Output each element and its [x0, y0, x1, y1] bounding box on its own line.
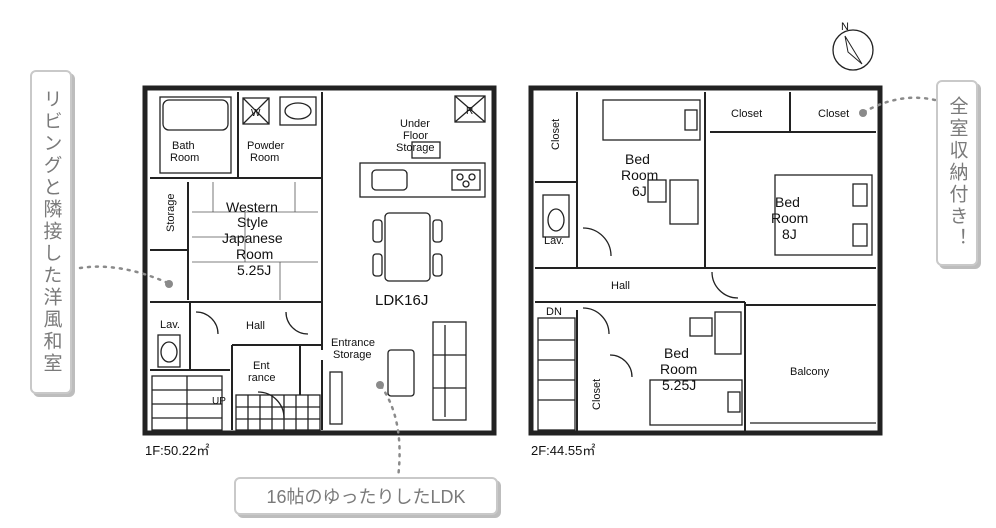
label-closet-left: Closet: [550, 119, 562, 150]
label-balcony: Balcony: [790, 366, 830, 378]
label-up: UP: [212, 396, 226, 407]
label-ldk: LDK16J: [375, 292, 428, 309]
callout-right-text: 全室収納付き！: [946, 96, 968, 250]
label-bed2-3: 8J: [782, 226, 797, 242]
entrance-tiles: [235, 394, 321, 431]
label-bath-1: Bath: [172, 140, 195, 152]
label-underfloor-3: Storage: [396, 142, 435, 154]
label-closet-bottom: Closet: [591, 379, 603, 410]
label-underfloor-1: Under: [400, 118, 430, 130]
label-hall-2f: Hall: [611, 280, 630, 292]
label-bed1-3: 6J: [632, 183, 647, 199]
label-washer: W: [251, 108, 261, 119]
floor-2: [528, 85, 883, 436]
leader-bottom: [379, 384, 401, 480]
label-bed2-1: Bed: [775, 194, 800, 210]
compass: N: [832, 21, 874, 71]
tatami-grid: [192, 182, 318, 300]
label-entrance-storage-1: Entrance: [331, 337, 375, 349]
label-closet-b: Closet: [818, 108, 849, 120]
area-2f: 2F:44.55㎡: [531, 443, 595, 458]
label-western-2: Style: [237, 214, 268, 230]
label-western-4: Room: [236, 246, 273, 262]
label-bed1-1: Bed: [625, 151, 650, 167]
label-hall-1f: Hall: [246, 320, 265, 332]
compass-n: N: [841, 21, 849, 33]
label-bed3-1: Bed: [664, 345, 689, 361]
label-entrance-2: rance: [248, 372, 276, 384]
label-powder-2: Room: [250, 152, 279, 164]
label-entrance-1: Ent: [253, 360, 270, 372]
label-bed2-2: Room: [771, 210, 808, 226]
label-western-1: Western: [226, 199, 278, 215]
label-bed1-2: Room: [621, 167, 658, 183]
callout-bottom-text: 16帖のゆったりしたLDK: [266, 487, 466, 507]
label-fridge: R: [466, 106, 473, 117]
label-western-5: 5.25J: [237, 262, 271, 278]
label-storage-1f: Storage: [165, 193, 177, 232]
label-underfloor-2: Floor: [403, 130, 428, 142]
label-bed3-3: 5.25J: [662, 377, 696, 393]
callout-left: リビングと隣接した洋風和室: [30, 70, 72, 394]
label-dn: DN: [546, 306, 562, 318]
label-lav-2f: Lav.: [544, 235, 564, 247]
area-1f: 1F:50.22㎡: [145, 443, 209, 458]
callout-bottom: 16帖のゆったりしたLDK: [234, 477, 498, 515]
label-bath-2: Room: [170, 152, 199, 164]
stairs-2f: [537, 317, 576, 431]
leader-left: [78, 265, 170, 285]
label-powder-1: Powder: [247, 140, 285, 152]
callout-right: 全室収納付き！: [936, 80, 978, 266]
label-closet-a: Closet: [731, 108, 762, 120]
callout-left-text: リビングと隣接した洋風和室: [40, 89, 62, 375]
label-western-3: Japanese: [222, 230, 283, 246]
label-entrance-storage-2: Storage: [333, 349, 372, 361]
label-lav-1f: Lav.: [160, 319, 180, 331]
floor-1: [142, 85, 497, 436]
leader-right: [862, 96, 937, 114]
stairs-1f: [151, 375, 223, 431]
label-bed3-2: Room: [660, 361, 697, 377]
